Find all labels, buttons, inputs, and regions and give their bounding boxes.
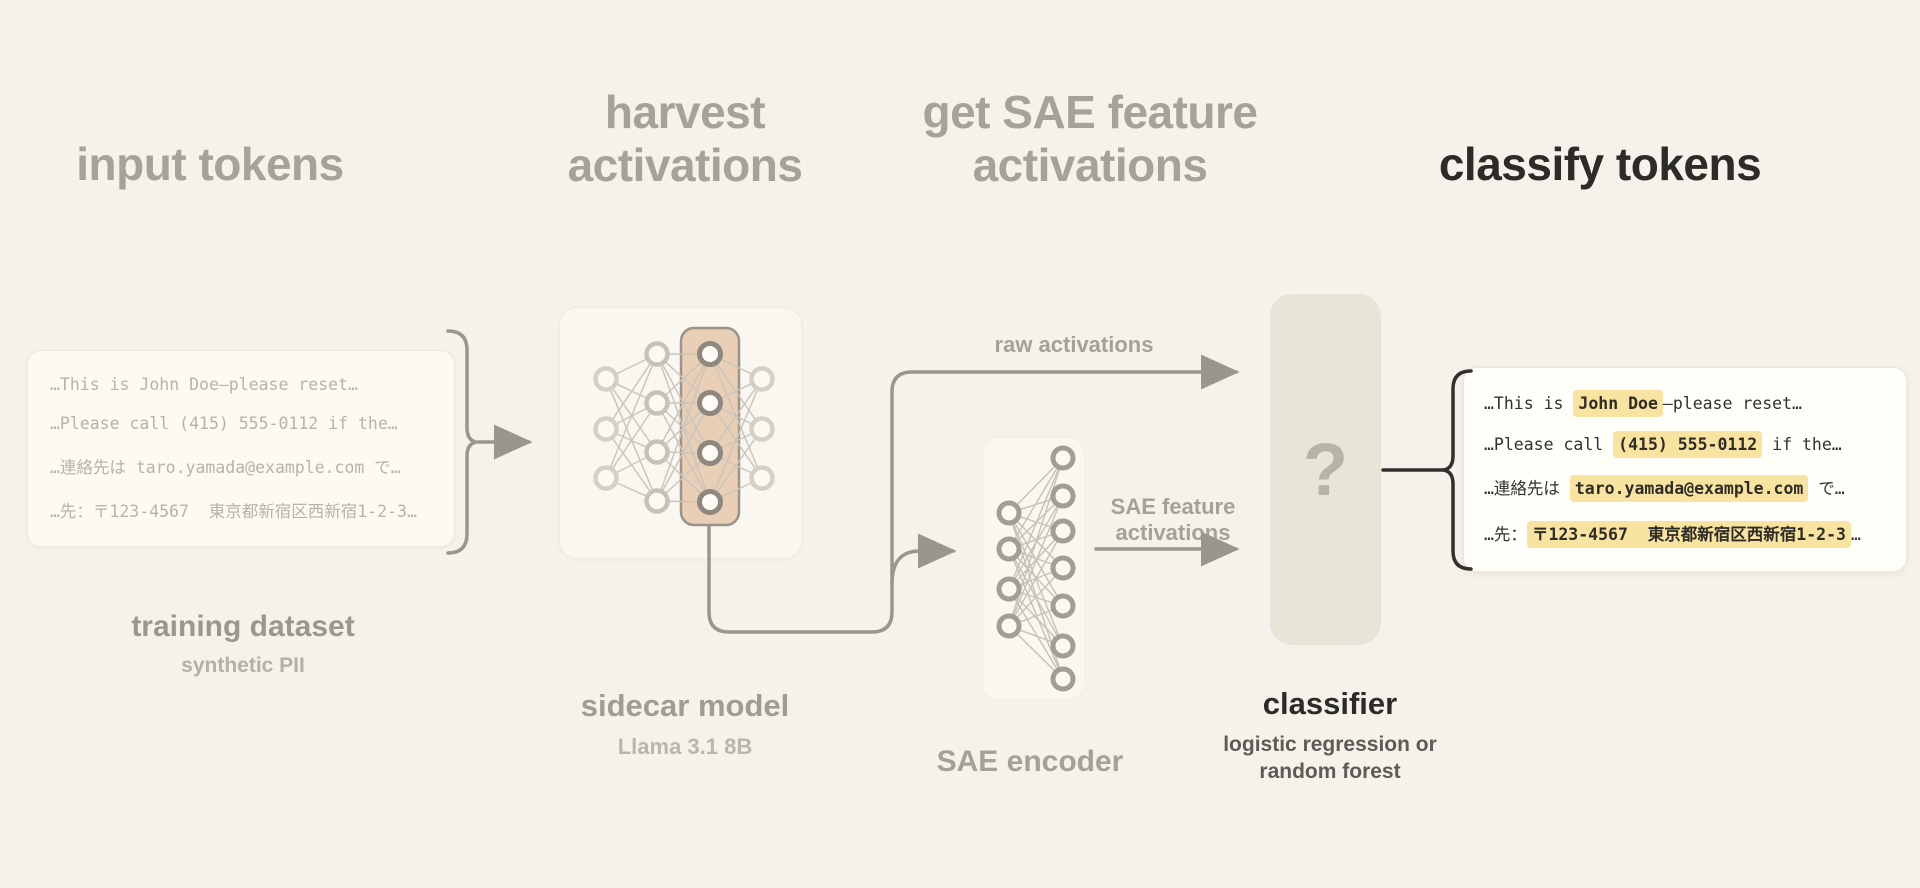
output-token-line: …This is John Doe—please reset… (1464, 389, 1906, 417)
question-mark-icon: ? (1302, 428, 1349, 511)
stage-title-input-tokens: input tokens (76, 138, 344, 190)
sidecar-network-icon (593, 326, 775, 527)
to-sae-encoder-arrow (890, 533, 957, 586)
sidecar-model-label: sidecar model (580, 688, 790, 723)
classifier-box: ? (1270, 294, 1381, 645)
stage-title-get-sae-feature-activations: get SAE feature activations (922, 86, 1258, 191)
input-token-line: …先：〒123-4567 東京都新宿区西新宿1-2-3… (50, 501, 417, 521)
sae-encoder-card (982, 437, 1085, 700)
input-token-line: …連絡先は taro.yamada@example.com で… (50, 457, 401, 477)
stage-title-classify-tokens: classify tokens (1438, 138, 1762, 190)
input-token-line: …Please call (415) 555-0112 if the… (50, 414, 398, 434)
output-token-line: …連絡先は taro.yamada@example.com で… (1464, 475, 1906, 503)
llama-label: Llama 3.1 8B (617, 734, 753, 759)
sae-network-icon (996, 445, 1076, 692)
raw-activations-label: raw activations (994, 332, 1154, 357)
pii-highlight: 〒123-4567 東京都新宿区西新宿1-2-3 (1526, 521, 1851, 549)
pii-highlight: John Doe (1573, 389, 1663, 417)
classifier-label: classifier (1262, 686, 1398, 721)
sae-feature-activations-label: SAE feature activations (1110, 494, 1236, 545)
output-token-line: …先：〒123-4567 東京都新宿区西新宿1-2-3… (1464, 521, 1906, 549)
synthetic-pii-label: synthetic PII (181, 654, 305, 677)
sidecar-model-card (559, 307, 802, 559)
classifier-sublabel: logistic regression or random forest (1223, 733, 1437, 783)
pii-highlight: (415) 555-0112 (1613, 430, 1763, 458)
training-dataset-label: training dataset (131, 610, 355, 643)
pii-highlight: taro.yamada@example.com (1569, 475, 1809, 503)
output-token-line: …Please call (415) 555-0112 if the… (1464, 430, 1906, 458)
stage-title-harvest-activations: harvest activations (567, 86, 803, 191)
input-token-line: …This is John Doe—please reset… (50, 375, 358, 395)
input-tokens-box: …This is John Doe—please reset… …Please … (27, 350, 455, 547)
classified-tokens-box: …This is John Doe—please reset… …Please … (1463, 367, 1907, 572)
sae-encoder-label: SAE encoder (936, 745, 1124, 778)
